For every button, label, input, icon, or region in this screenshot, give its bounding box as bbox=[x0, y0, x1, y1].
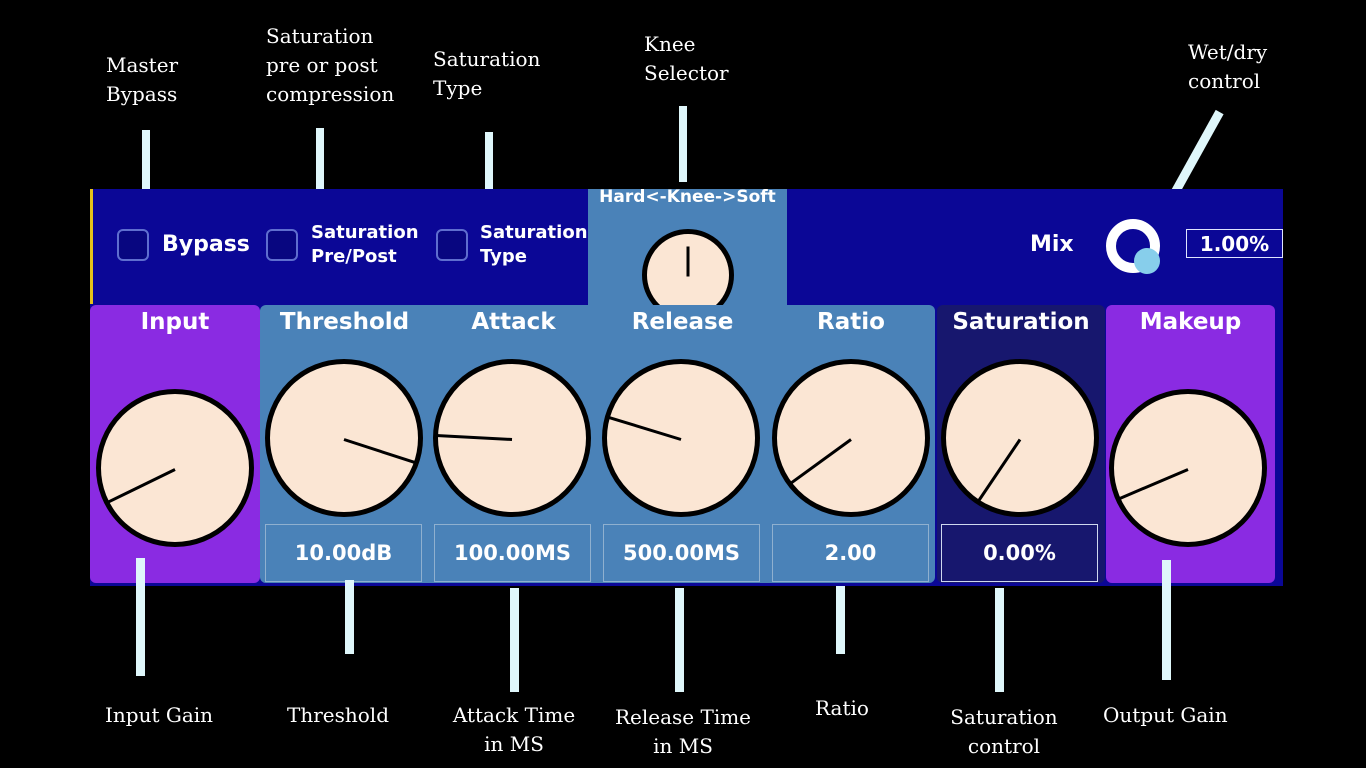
attack-header: Attack bbox=[471, 309, 556, 335]
annotation-ratio: Ratio bbox=[815, 696, 869, 720]
pointer-line bbox=[679, 106, 687, 182]
pointer-line bbox=[510, 588, 519, 692]
mix-value-box[interactable]: 1.00% bbox=[1186, 229, 1283, 258]
saturation-value-box[interactable]: 0.00% bbox=[941, 524, 1098, 582]
annotation-master-bypass: Master Bypass bbox=[106, 53, 179, 106]
annotation-output-gain: Output Gain bbox=[1103, 703, 1228, 727]
annotation-saturation-control: Saturation control bbox=[950, 705, 1058, 758]
release-header: Release bbox=[631, 309, 734, 335]
ratio-header: Ratio bbox=[817, 309, 885, 335]
makeup-header: Makeup bbox=[1139, 309, 1242, 335]
knee-label: Hard<-Knee->Soft bbox=[599, 187, 776, 207]
threshold-header: Threshold bbox=[279, 309, 410, 335]
pointer-line bbox=[836, 586, 845, 654]
pointer-line bbox=[675, 588, 684, 692]
release-value-box[interactable]: 500.00MS bbox=[603, 524, 760, 582]
annotation-release-time: Release Time in MS bbox=[614, 705, 752, 758]
pointer-line bbox=[485, 132, 493, 216]
pointer-line bbox=[142, 130, 150, 223]
bypass-label: Bypass bbox=[162, 232, 250, 257]
annotation-saturation-type: Saturation Type bbox=[433, 47, 541, 100]
pointer-line bbox=[136, 558, 145, 676]
threshold-knob[interactable] bbox=[265, 359, 423, 517]
compressor-plugin-panel: Bypass Saturation Pre/Post Saturation Ty… bbox=[90, 187, 1283, 586]
input-knob[interactable] bbox=[96, 389, 254, 547]
bypass-checkbox[interactable] bbox=[117, 229, 149, 261]
annotation-attack-time: Attack Time in MS bbox=[452, 703, 576, 756]
pointer-line bbox=[316, 128, 324, 218]
saturation-pre-post-checkbox[interactable] bbox=[266, 229, 298, 261]
ratio-knob[interactable] bbox=[772, 359, 930, 517]
ratio-value-box[interactable]: 2.00 bbox=[772, 524, 929, 582]
annotation-input-gain: Input Gain bbox=[105, 703, 214, 727]
release-knob[interactable] bbox=[602, 359, 760, 517]
saturation-knob[interactable] bbox=[941, 359, 1099, 517]
mix-knob[interactable] bbox=[1102, 217, 1168, 279]
pointer-line bbox=[995, 588, 1004, 692]
saturation-pre-post-label: Saturation Pre/Post bbox=[311, 222, 419, 267]
pointer-line bbox=[1162, 560, 1171, 680]
input-header: Input bbox=[140, 309, 210, 335]
pointer-line bbox=[345, 580, 354, 654]
threshold-value-box[interactable]: 10.00dB bbox=[265, 524, 422, 582]
left-edge-marker bbox=[90, 189, 93, 304]
makeup-knob[interactable] bbox=[1109, 389, 1267, 547]
annotation-wet-dry: Wet/dry control bbox=[1188, 40, 1268, 93]
saturation-header: Saturation bbox=[952, 309, 1090, 335]
annotation-knee-selector: Knee Selector bbox=[644, 32, 729, 85]
attack-knob[interactable] bbox=[433, 359, 591, 517]
attack-value-box[interactable]: 100.00MS bbox=[434, 524, 591, 582]
annotation-threshold: Threshold bbox=[287, 703, 390, 727]
saturation-type-label: Saturation Type bbox=[480, 222, 588, 267]
saturation-type-checkbox[interactable] bbox=[436, 229, 468, 261]
annotation-saturation-pre-post: Saturation pre or post compression bbox=[266, 24, 395, 106]
mix-label: Mix bbox=[1030, 232, 1074, 257]
